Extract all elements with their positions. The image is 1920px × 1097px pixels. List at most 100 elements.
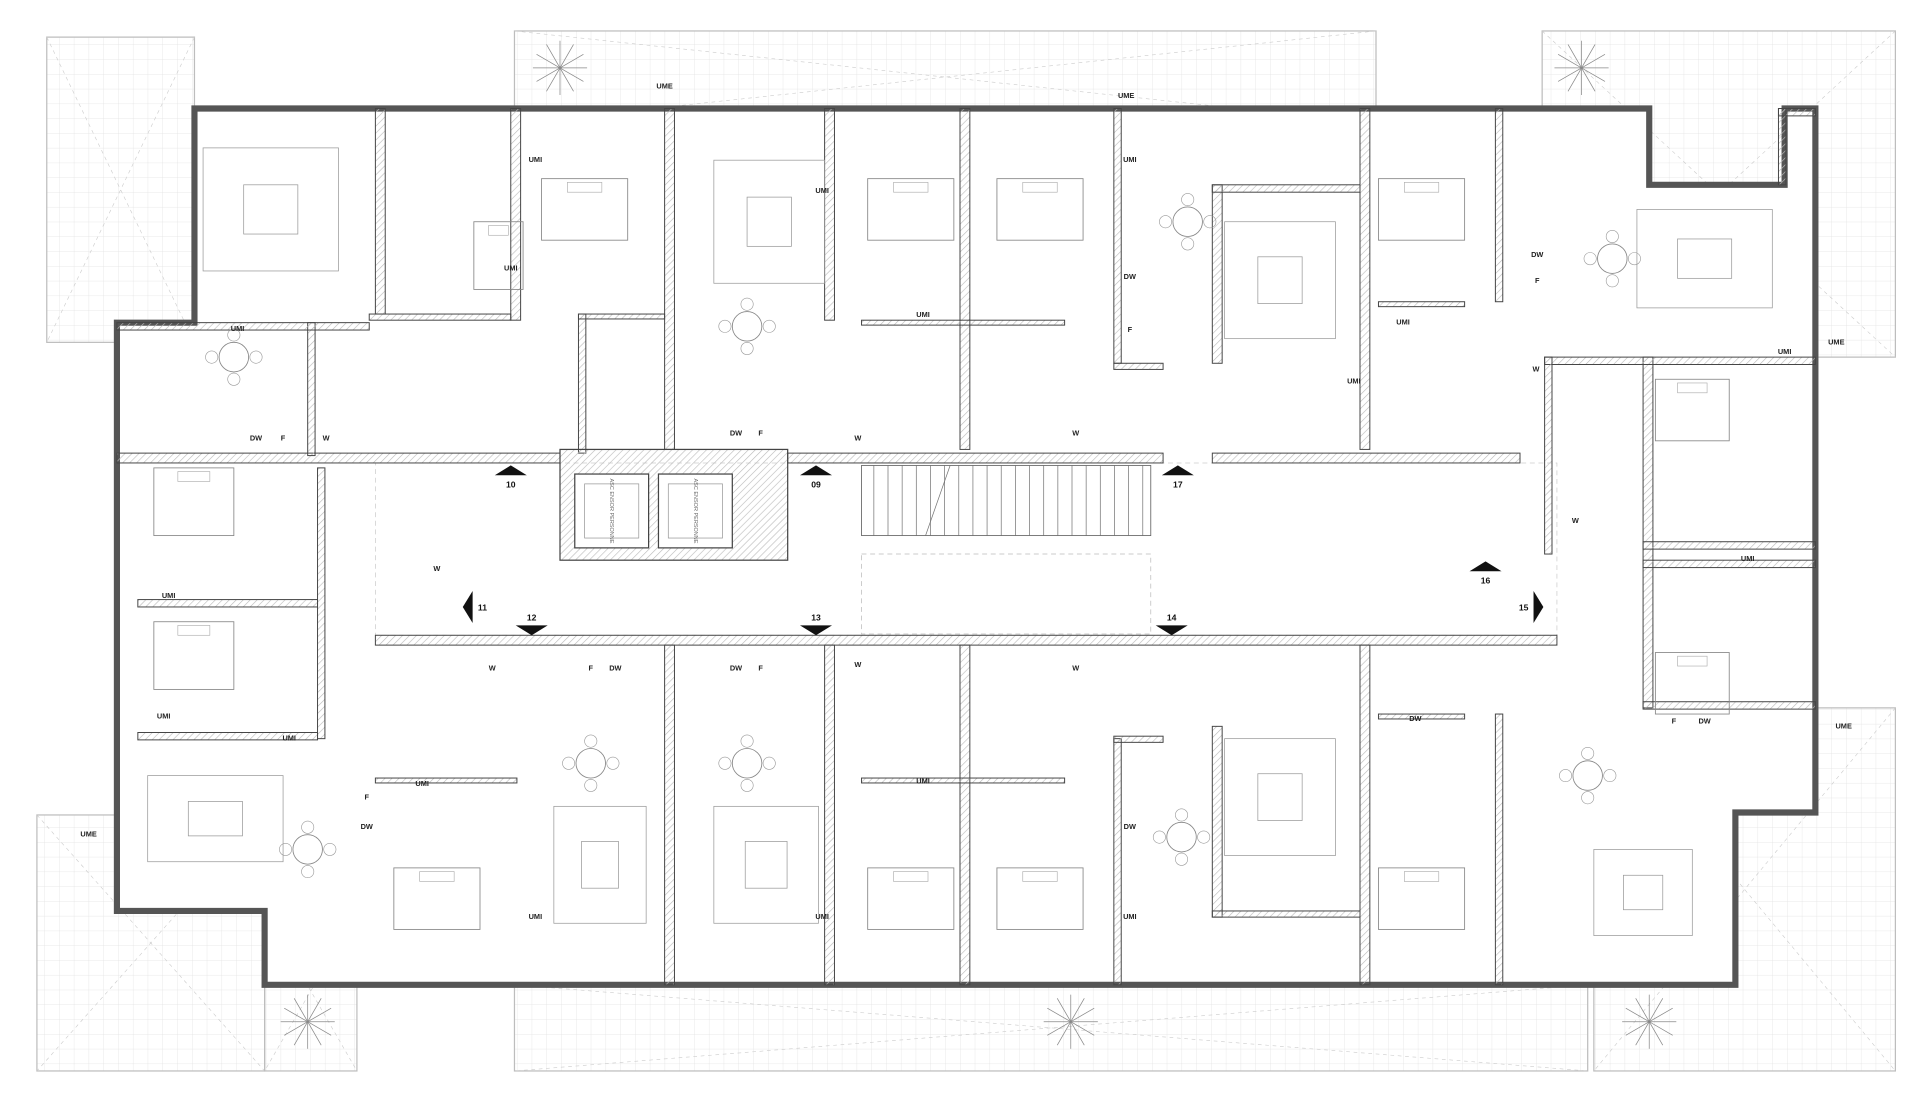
unit-number-6[interactable]: 14 bbox=[1167, 613, 1177, 623]
tree-icon bbox=[546, 44, 561, 69]
chair bbox=[279, 842, 292, 856]
washer-label: W bbox=[1072, 663, 1079, 672]
chair bbox=[1175, 808, 1189, 822]
unit-entry-arrow-icon bbox=[1469, 561, 1502, 572]
wall bbox=[510, 108, 522, 321]
chair bbox=[1605, 230, 1619, 243]
bed bbox=[153, 621, 235, 690]
wall bbox=[1642, 559, 1816, 569]
tree-icon bbox=[546, 67, 561, 92]
umi-label: UMI bbox=[1123, 155, 1137, 164]
dining-table bbox=[1597, 243, 1628, 274]
unit-markers: 10 09 17 11 12 13 14 16 15 bbox=[462, 465, 1544, 636]
umi-label: UMI bbox=[1347, 377, 1361, 386]
wall bbox=[368, 313, 512, 321]
elevator-cabin bbox=[584, 483, 640, 539]
living-area-rug bbox=[1224, 738, 1336, 856]
washer-label: W bbox=[1572, 516, 1579, 525]
fridge-label: F bbox=[758, 428, 763, 437]
dishwasher-label: DW bbox=[1124, 822, 1136, 831]
tree-icon bbox=[1648, 1021, 1664, 1046]
tree-icon bbox=[307, 1021, 332, 1036]
unit-number-4[interactable]: 12 bbox=[527, 613, 537, 623]
coffee-table bbox=[581, 841, 619, 889]
tree-icon bbox=[1625, 1021, 1650, 1036]
unit-number-0[interactable]: 10 bbox=[506, 480, 516, 490]
elevator-label: ASC ENSOR PERSONNE bbox=[692, 478, 698, 543]
unit-number-8[interactable]: 15 bbox=[1519, 603, 1529, 613]
staircase bbox=[861, 464, 1152, 635]
wall bbox=[137, 599, 319, 608]
furniture bbox=[147, 40, 1773, 1049]
chair bbox=[606, 756, 620, 770]
tree-icon bbox=[1648, 998, 1664, 1022]
living-area-rug bbox=[1593, 849, 1693, 936]
wall bbox=[861, 777, 1066, 784]
chair bbox=[584, 734, 598, 748]
tree-icon bbox=[1070, 1021, 1095, 1036]
bed bbox=[1654, 378, 1730, 442]
terrace-slope-line bbox=[46, 36, 195, 343]
chair bbox=[249, 350, 263, 364]
pillow bbox=[1404, 871, 1440, 882]
pillow bbox=[1677, 655, 1708, 667]
umi-label: UMI bbox=[916, 310, 930, 319]
wall bbox=[824, 644, 835, 986]
chair bbox=[762, 756, 776, 770]
tree-icon bbox=[1581, 67, 1596, 92]
chair bbox=[1159, 215, 1173, 229]
living-area-rug bbox=[713, 805, 819, 924]
unit-entry-arrow-icon bbox=[800, 465, 832, 476]
wall bbox=[824, 108, 835, 321]
chair bbox=[762, 319, 776, 333]
fridge-label: F bbox=[1672, 716, 1677, 725]
tree-icon bbox=[1056, 1021, 1072, 1046]
unit-number-1[interactable]: 09 bbox=[811, 480, 821, 490]
tree-icon bbox=[559, 67, 574, 92]
unit-number-5[interactable]: 13 bbox=[811, 613, 821, 623]
living-area-rug bbox=[202, 147, 339, 272]
wall bbox=[1359, 108, 1371, 450]
unit-number-3[interactable]: 11 bbox=[478, 603, 487, 613]
dining-table bbox=[218, 341, 250, 373]
tree-icon bbox=[284, 1007, 308, 1023]
wall bbox=[1113, 738, 1122, 986]
chair bbox=[740, 734, 754, 748]
chair bbox=[1583, 252, 1597, 266]
tree-icon bbox=[1581, 44, 1596, 69]
wall bbox=[1113, 108, 1122, 364]
terrace-slope-line bbox=[1593, 707, 1896, 1072]
pillow bbox=[567, 182, 603, 193]
bed bbox=[393, 867, 481, 930]
bed bbox=[1378, 178, 1466, 241]
wall bbox=[959, 644, 971, 986]
fridge-label: F bbox=[1128, 325, 1133, 334]
coffee-table bbox=[1257, 256, 1303, 304]
chair bbox=[718, 319, 732, 333]
chair bbox=[1605, 274, 1619, 288]
unit-number-7[interactable]: 16 bbox=[1481, 576, 1491, 586]
tree-icon bbox=[559, 44, 574, 69]
tree-icon bbox=[1635, 1021, 1650, 1046]
elevator-car bbox=[657, 473, 733, 549]
living-area-rug bbox=[713, 159, 825, 284]
tree-icon bbox=[1557, 54, 1582, 69]
pillow bbox=[177, 625, 211, 636]
tree-icon bbox=[1625, 1007, 1650, 1023]
tree-icon bbox=[1047, 1021, 1071, 1036]
tree-icon bbox=[307, 1007, 332, 1023]
umi-label: UMI bbox=[282, 734, 296, 743]
wall bbox=[1113, 362, 1164, 370]
tree-icon bbox=[1567, 67, 1582, 92]
chair bbox=[205, 350, 219, 364]
washer-label: W bbox=[323, 433, 330, 442]
coffee-table bbox=[1257, 773, 1303, 821]
unit-entry-arrow-icon bbox=[800, 625, 832, 636]
pillow bbox=[1404, 182, 1440, 193]
chair bbox=[1175, 852, 1189, 866]
terrace-slope-line bbox=[1593, 707, 1896, 1072]
chair bbox=[584, 778, 598, 792]
unit-number-2[interactable]: 17 bbox=[1173, 480, 1183, 490]
elevator-cabin bbox=[667, 483, 723, 539]
